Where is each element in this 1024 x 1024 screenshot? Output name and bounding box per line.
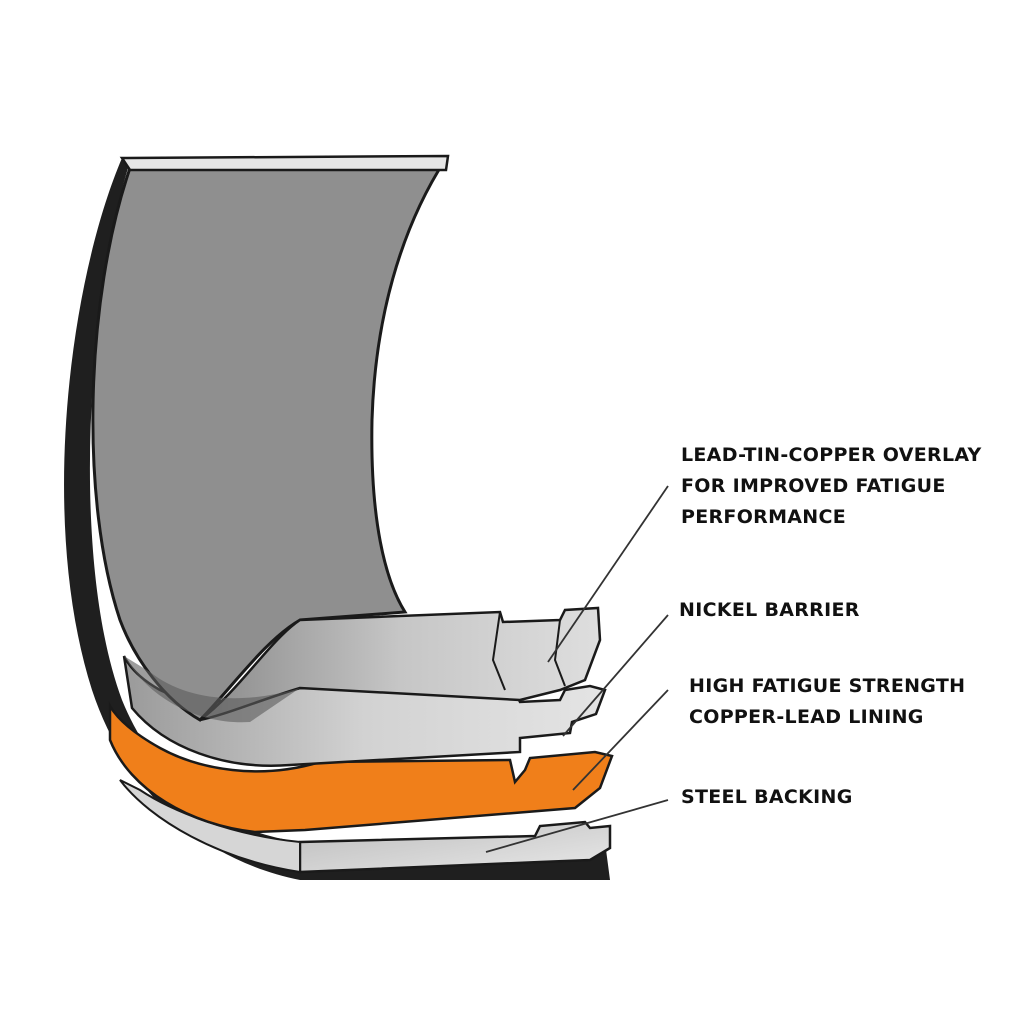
label-steel-backing: STEEL BACKING — [681, 782, 853, 813]
label-line: STEEL BACKING — [681, 786, 853, 808]
label-line: HIGH FATIGUE STRENGTH — [689, 675, 966, 697]
steel-backing-layer — [298, 820, 612, 874]
label-line: PERFORMANCE — [681, 506, 847, 528]
leader-lines — [485, 485, 669, 853]
steel-backing-front — [119, 779, 301, 874]
leader-overlay — [547, 485, 669, 663]
label-lead-tin-copper-overlay: LEAD-TIN-COPPER OVERLAY FOR IMPROVED FAT… — [681, 440, 982, 533]
label-line: COPPER-LEAD LINING — [689, 706, 924, 728]
label-copper-lead-lining: HIGH FATIGUE STRENGTH COPPER-LEAD LINING — [689, 671, 965, 733]
overlay-step-notch — [491, 611, 566, 691]
label-nickel-barrier: NICKEL BARRIER — [679, 595, 860, 626]
leader-steel — [485, 799, 669, 853]
label-line: NICKEL BARRIER — [679, 599, 860, 621]
label-line: FOR IMPROVED FATIGUE — [681, 475, 946, 497]
shell-top-edge — [119, 154, 450, 172]
label-line: LEAD-TIN-COPPER OVERLAY — [681, 444, 982, 466]
overlay-inner-surface — [91, 158, 448, 722]
leader-nickel — [562, 614, 669, 737]
inner-shadow-band — [124, 656, 300, 723]
leader-lining — [572, 689, 669, 791]
